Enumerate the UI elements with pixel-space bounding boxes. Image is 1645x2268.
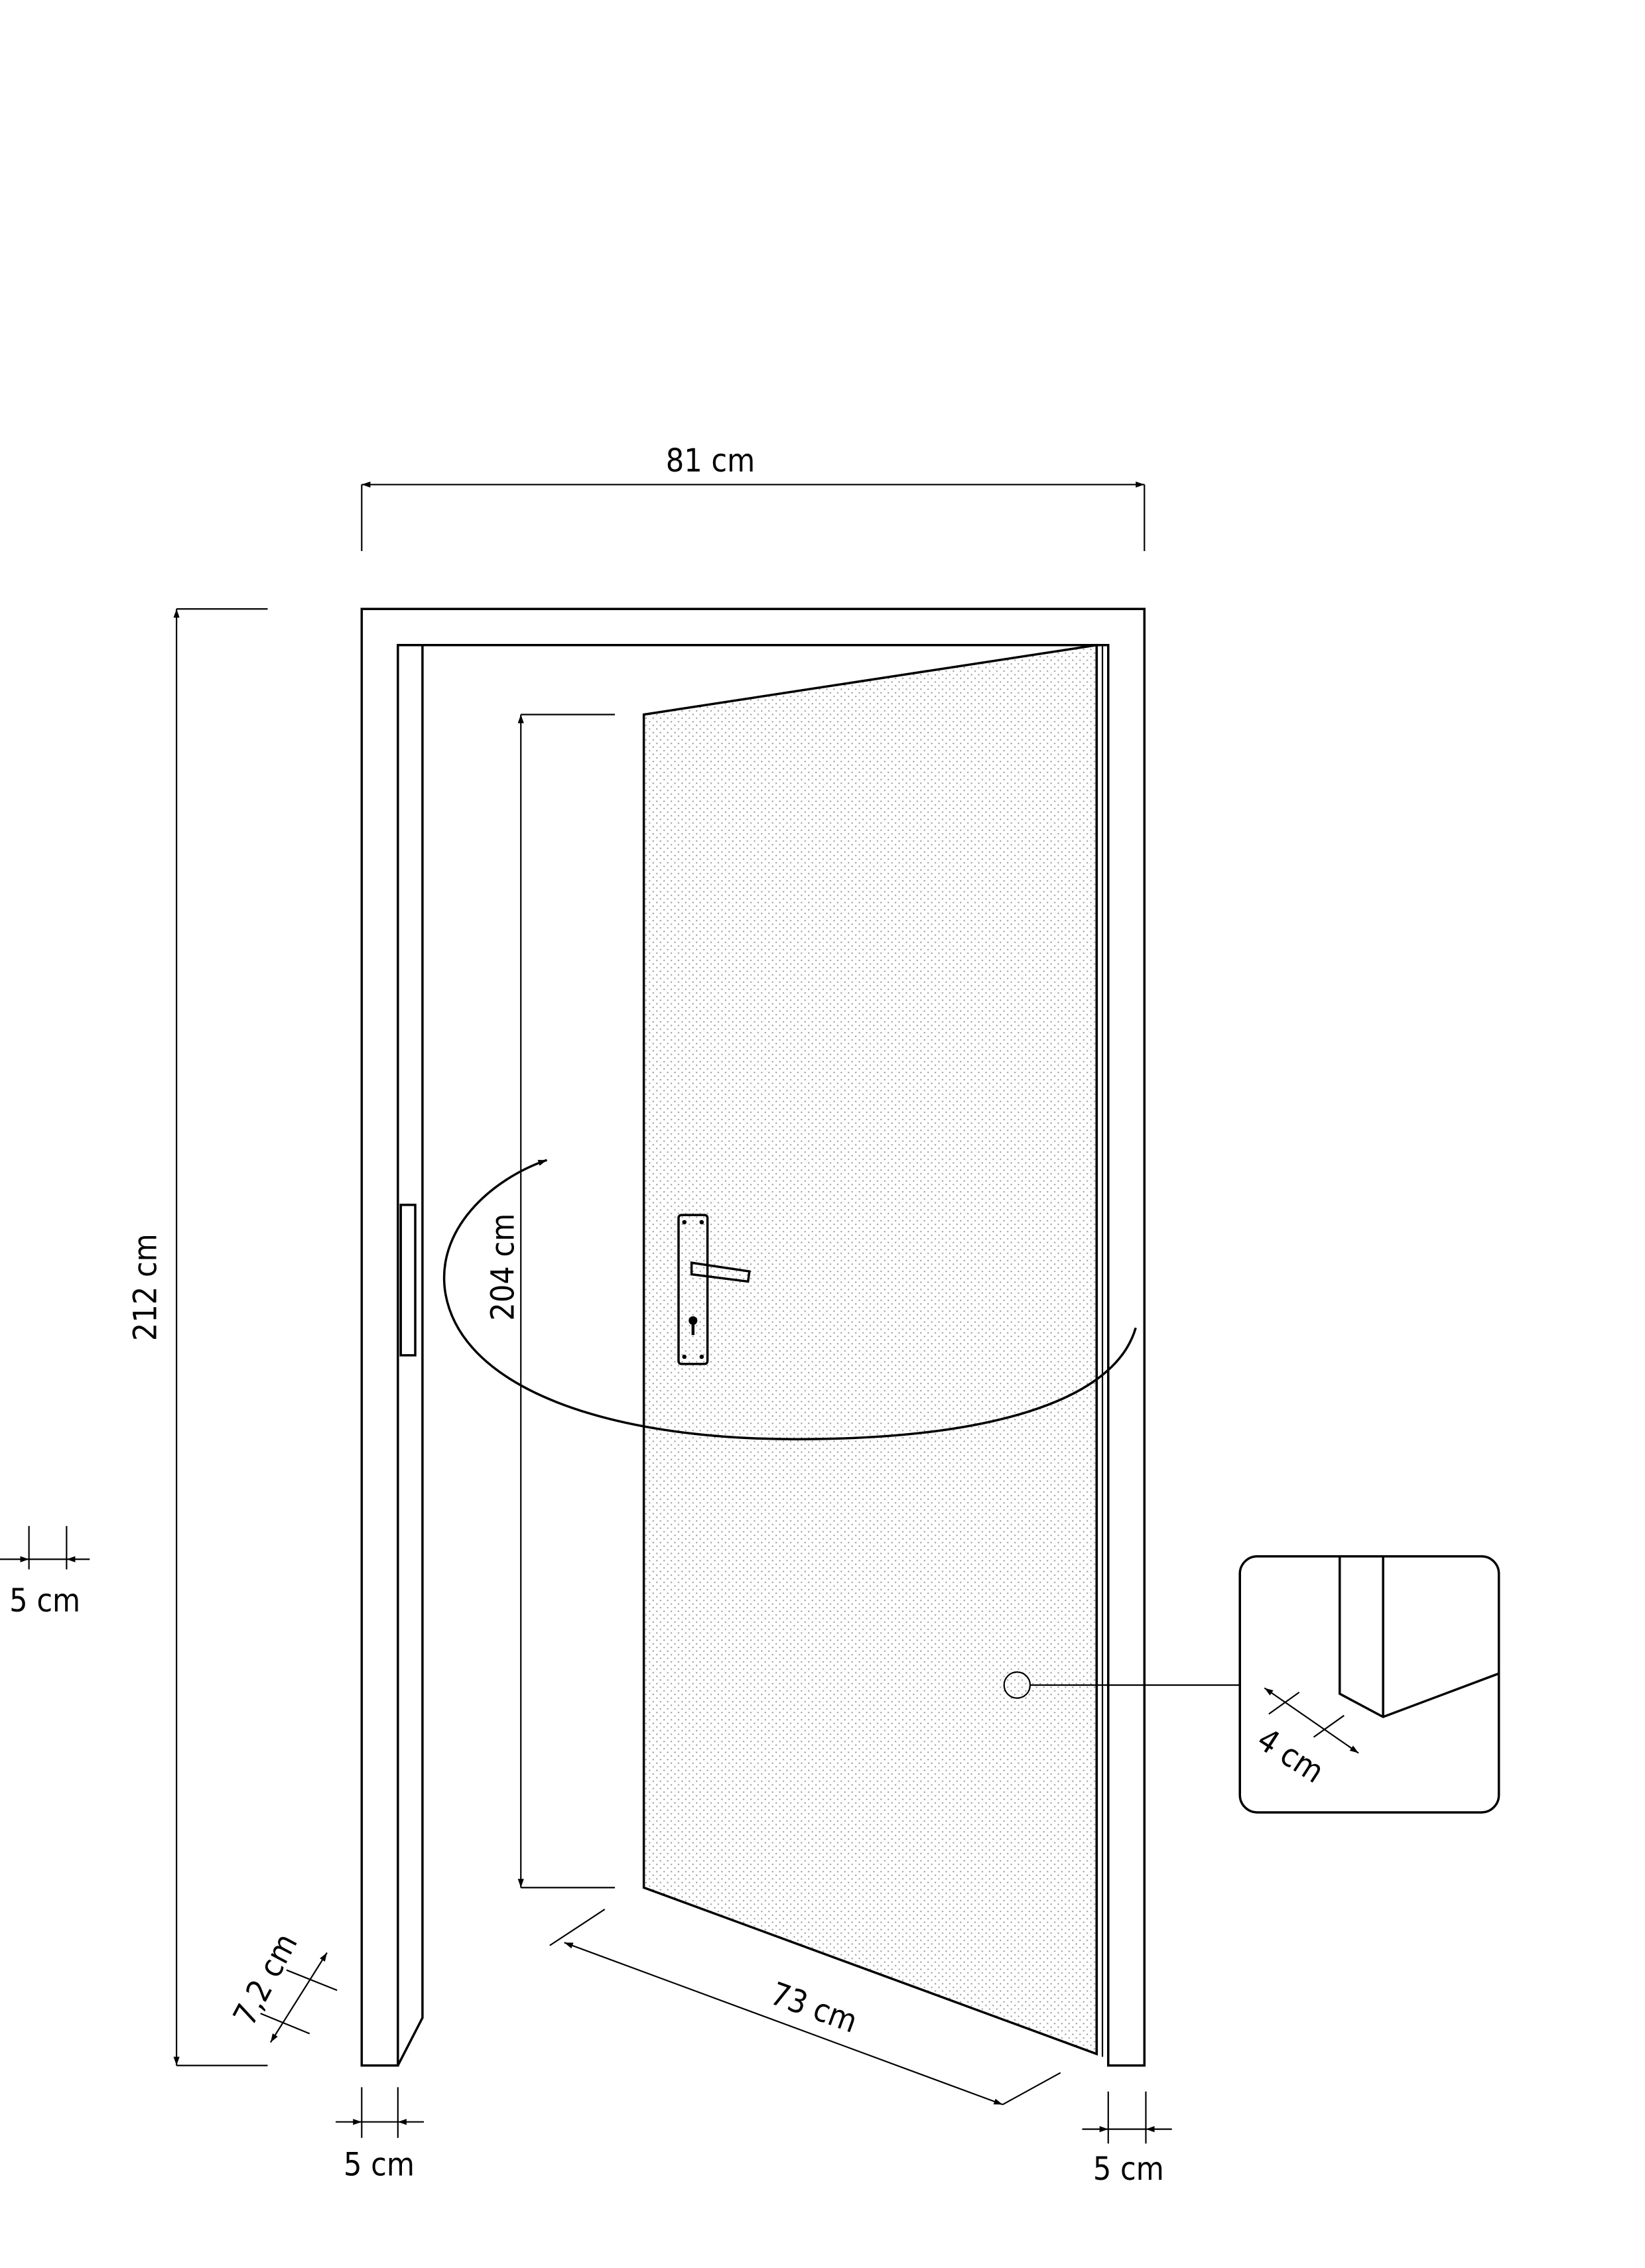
dimension-jamb-bottom-left: 5 cm	[336, 2087, 425, 2183]
swing-direction-arrow	[442, 1159, 1137, 1440]
strike-plate	[399, 1204, 417, 1357]
dimension-jamb-depth: 7,2 cm	[226, 1927, 338, 2043]
door-handle-icon	[677, 1214, 751, 1365]
door-leaf	[642, 643, 1104, 2057]
dimension-frame-width: 81 cm	[361, 442, 1146, 552]
detail-inset	[1238, 1555, 1500, 1814]
frame-width-label: 81 cm	[666, 442, 755, 479]
door-height-label: 204 cm	[484, 1214, 521, 1321]
dimension-jamb-legend: 5 cm	[0, 1526, 90, 1619]
frame-height-label: 212 cm	[127, 1233, 164, 1341]
detail-rebate-label: 4 cm	[1250, 1721, 1330, 1791]
jamb-bottom-left-label: 5 cm	[344, 2146, 415, 2183]
jamb-depth-label: 7,2 cm	[226, 1927, 305, 2031]
door-width-label: 73 cm	[765, 1975, 862, 2041]
dimension-door-height: 204 cm	[484, 714, 616, 1889]
dimension-frame-height: 212 cm	[127, 608, 268, 2066]
jamb-bottom-right-label: 5 cm	[1093, 2151, 1164, 2188]
jamb-legend-label: 5 cm	[9, 1582, 80, 1619]
dimension-jamb-bottom-right: 5 cm	[1082, 2091, 1172, 2188]
